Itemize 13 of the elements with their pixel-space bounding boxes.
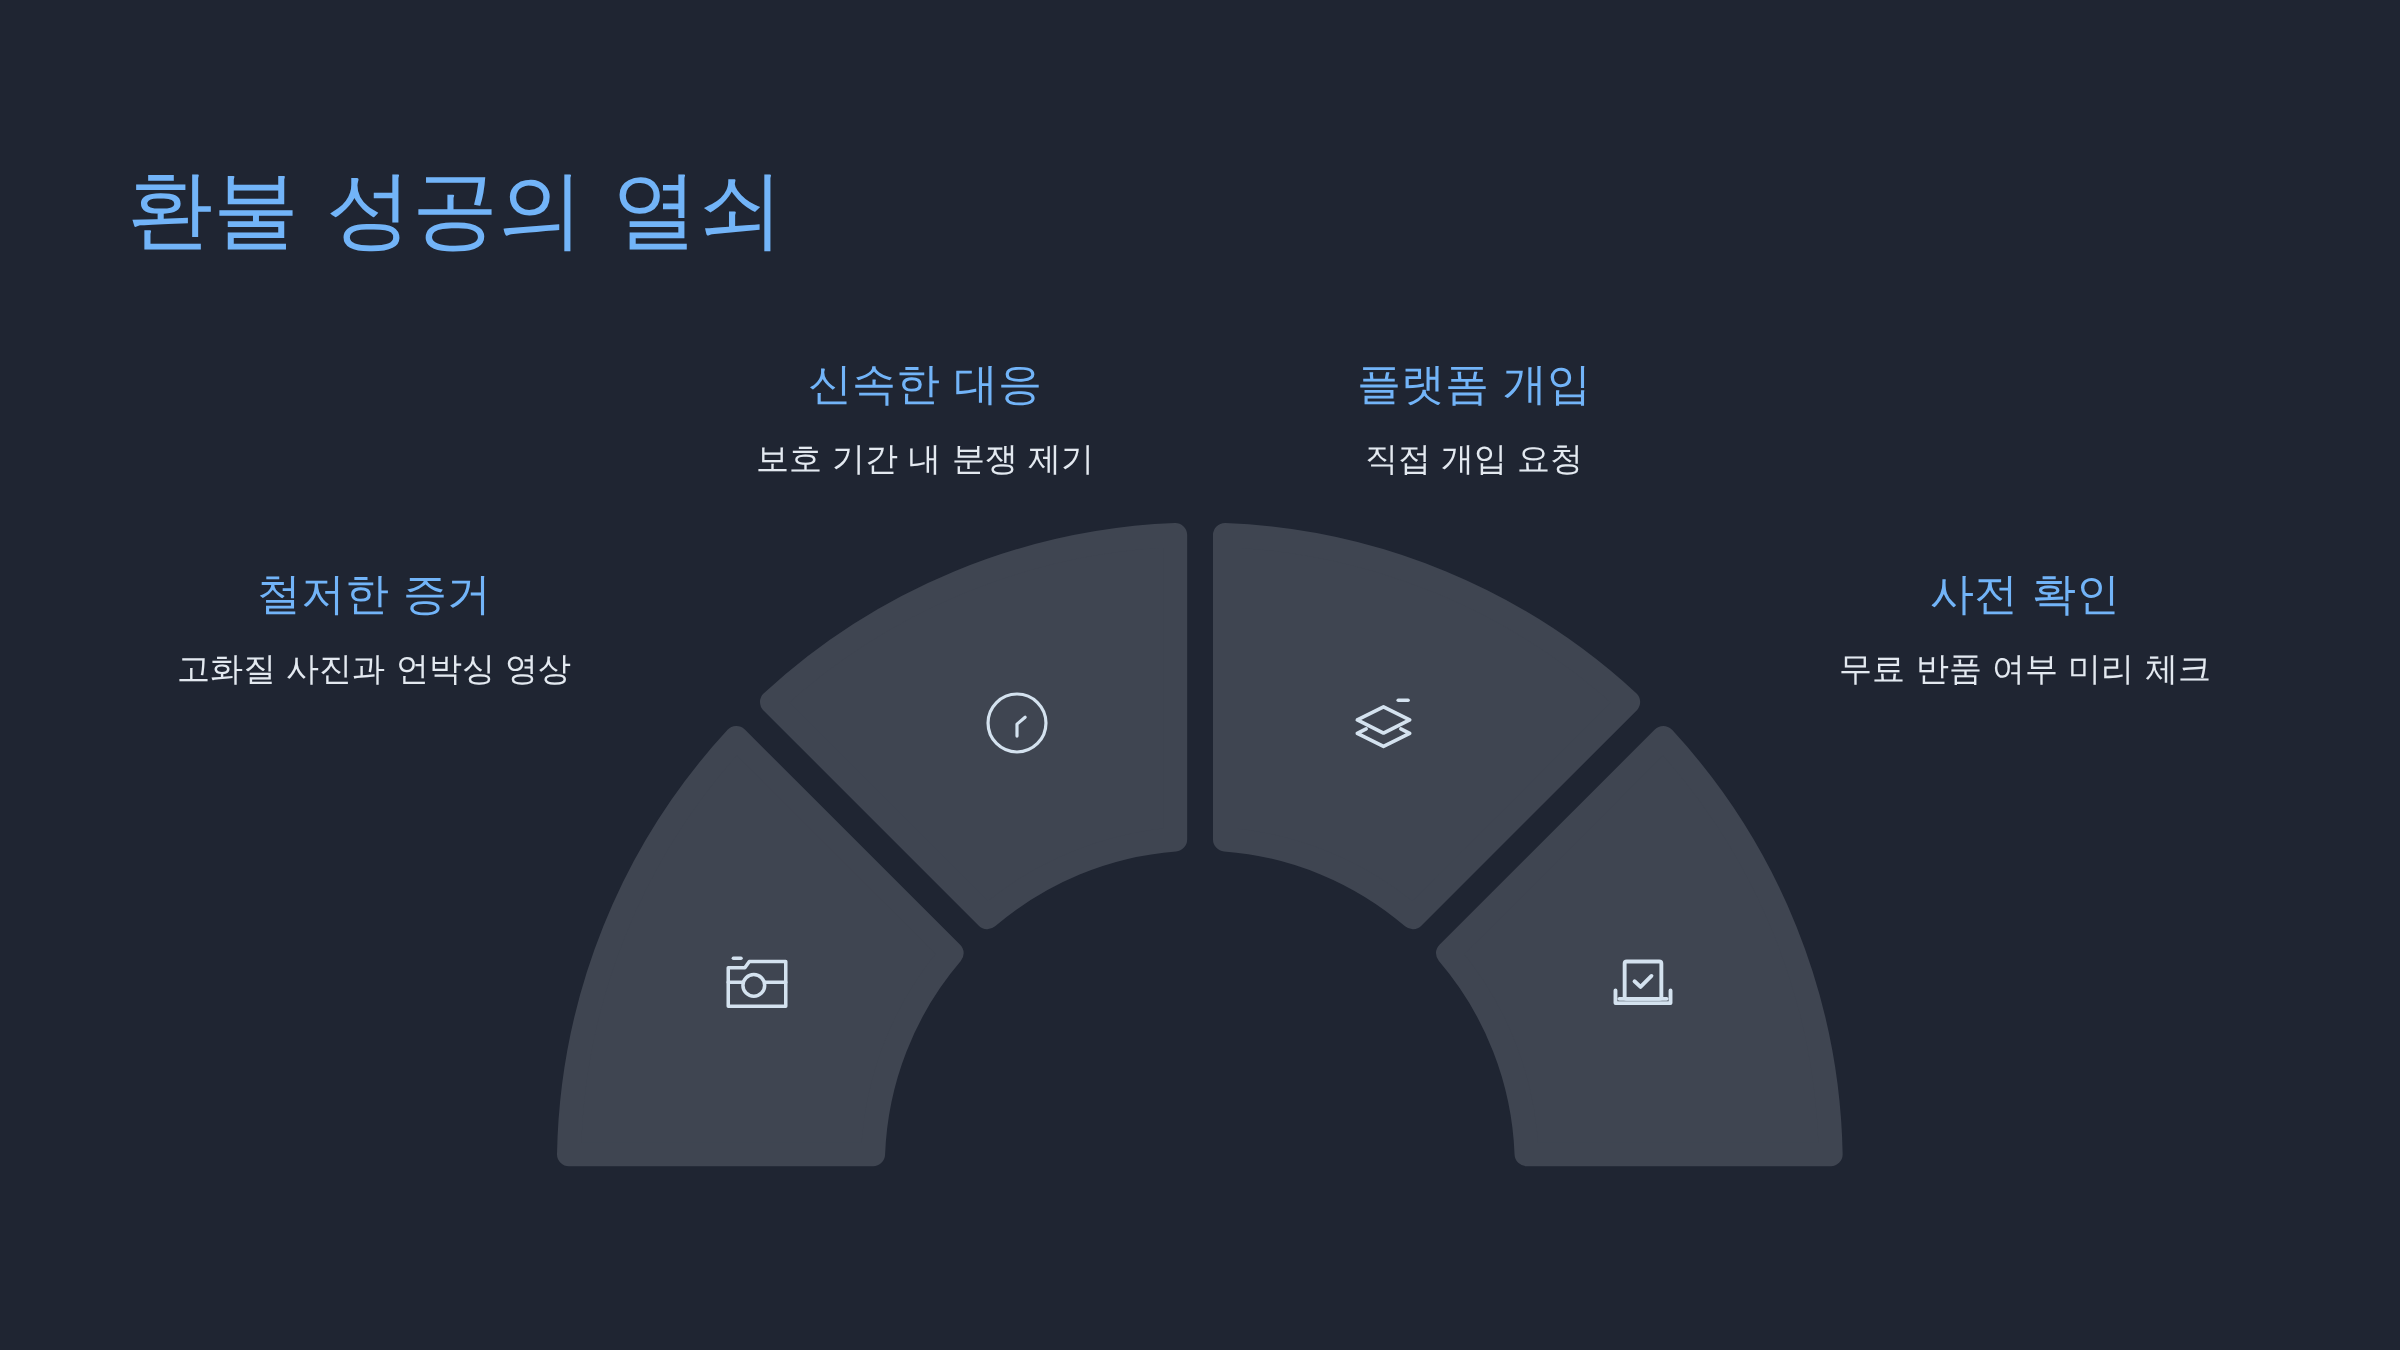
- arc-segment: [1436, 725, 1843, 1166]
- arc-segment: [1213, 523, 1641, 930]
- segment-description: 무료 반품 여부 미리 체크: [1839, 649, 2211, 689]
- arc-segment: [557, 725, 964, 1166]
- segment-heading: 플랫폼 개입: [1357, 357, 1591, 411]
- segment-heading: 철저한 증거: [257, 567, 491, 621]
- arc-segment: [759, 523, 1187, 930]
- segment-description: 직접 개입 요청: [1364, 439, 1584, 479]
- segment-heading: 신속한 대응: [808, 357, 1042, 411]
- segment-description: 보호 기간 내 분쟁 제기: [755, 439, 1095, 479]
- segment-heading: 사전 확인: [1930, 567, 2120, 621]
- title: 환불 성공의 열쇠: [127, 158, 784, 261]
- segment-description: 고화질 사진과 언박싱 영상: [176, 649, 572, 689]
